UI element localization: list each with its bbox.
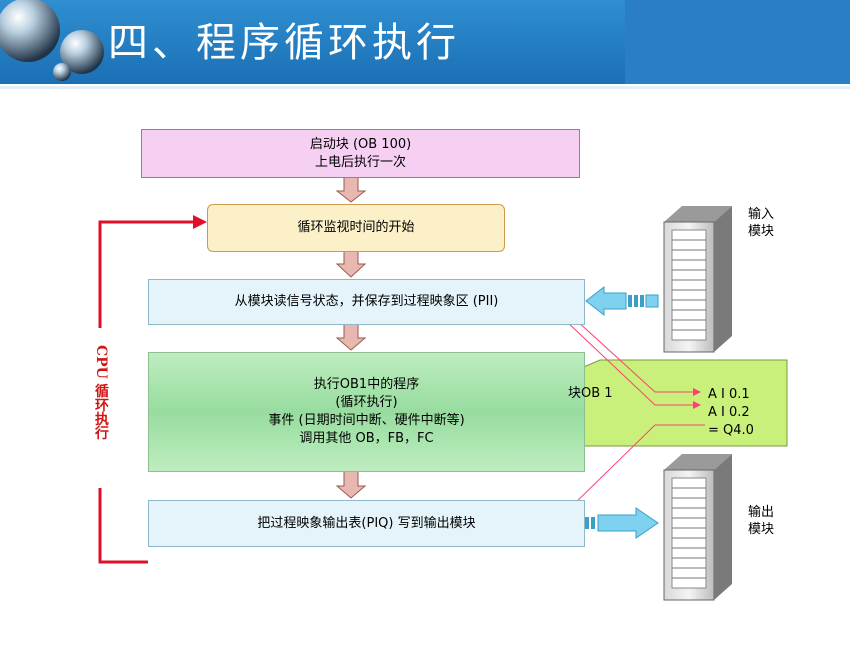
read-inputs-label: 从模块读信号状态，并保存到过程映象区 (PII) xyxy=(234,294,499,309)
execute-program-step: 执行OB1中的程序 (循环执行) 事件 (日期时间中断、硬件中断等) 调用其他 … xyxy=(148,352,585,472)
bubble-decoration-3 xyxy=(53,63,71,81)
slide-title: 四、程序循环执行 xyxy=(108,20,460,66)
header-bar-right xyxy=(625,0,850,84)
header-divider xyxy=(0,86,850,89)
cpu-loop-label: CPU 循环执行 xyxy=(93,345,109,440)
execute-line-3: 事件 (日期时间中断、硬件中断等) xyxy=(268,413,465,428)
execute-line-2: (循环执行) xyxy=(335,395,398,410)
cpu-loop-arrow xyxy=(98,215,207,564)
io-line: = Q4.0 xyxy=(708,423,754,438)
io-line: A I 0.1 xyxy=(708,387,750,402)
io-instruction-list: A I 0.1 A I 0.2 = Q4.0 xyxy=(708,386,754,440)
input-module-icon xyxy=(663,206,732,353)
write-outputs-label: 把过程映象输出表(PIQ) 写到输出模块 xyxy=(257,515,476,531)
write-outputs-step: 把过程映象输出表(PIQ) 写到输出模块 xyxy=(148,500,585,547)
ob-block-label: 块OB 1 xyxy=(568,386,613,401)
cycle-start-label: 循环监视时间的开始 xyxy=(297,220,415,235)
output-module-label-2: 模块 xyxy=(748,522,775,537)
read-inputs-step: 从模块读信号状态，并保存到过程映象区 (PII) xyxy=(148,279,585,325)
io-line: A I 0.2 xyxy=(708,405,750,420)
bubble-decoration-1 xyxy=(0,0,60,62)
input-module-label-1: 输入 xyxy=(748,207,775,222)
execute-line-4: 调用其他 OB，FB，FC xyxy=(299,431,434,446)
bubble-decoration-2 xyxy=(60,30,104,74)
startup-line-1: 启动块 (OB 100) xyxy=(309,136,412,152)
input-arrow xyxy=(585,285,659,317)
output-module-icon xyxy=(663,454,732,601)
execute-line-1: 执行OB1中的程序 xyxy=(313,377,420,392)
output-arrow xyxy=(585,507,659,539)
cycle-start-step: 循环监视时间的开始 xyxy=(207,204,505,252)
signal-lines xyxy=(564,309,705,511)
startup-block: 启动块 (OB 100) 上电后执行一次 xyxy=(141,129,580,178)
input-module-label-2: 模块 xyxy=(748,224,775,239)
flow-arrows xyxy=(335,175,367,499)
startup-line-2: 上电后执行一次 xyxy=(314,154,406,170)
output-module-label-1: 输出 xyxy=(748,505,775,520)
